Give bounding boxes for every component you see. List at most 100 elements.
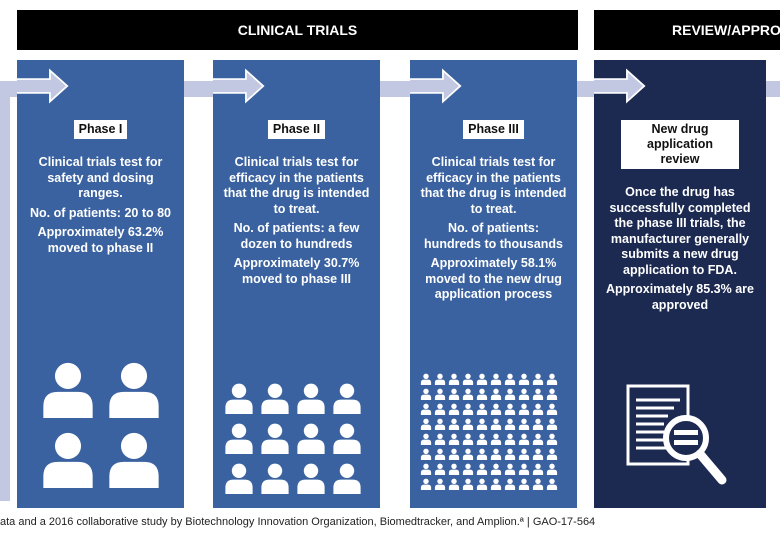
person-icon: [518, 373, 530, 385]
person-icon: [420, 448, 432, 460]
patient-count: No. of patients: hundreds to thousands: [424, 221, 563, 251]
person-icon: [532, 403, 544, 415]
person-icon: [223, 422, 255, 454]
person-icon: [420, 373, 432, 385]
person-icon: [434, 433, 446, 445]
person-icon: [518, 403, 530, 415]
person-icon: [462, 433, 474, 445]
person-icon: [476, 373, 488, 385]
description: Clinical trials test for safety and dosi…: [38, 155, 163, 200]
person-icon: [223, 382, 255, 414]
person-icon: [420, 463, 432, 475]
person-icon: [532, 433, 544, 445]
person-icon: [546, 478, 558, 490]
person-icon: [490, 433, 502, 445]
person-icon: [448, 433, 460, 445]
person-icon: [546, 373, 558, 385]
person-icon: [462, 403, 474, 415]
person-icon: [504, 478, 516, 490]
person-icon: [504, 463, 516, 475]
review-approval-header: REVIEW/APPROVAL: [594, 10, 780, 50]
person-icon: [518, 448, 530, 460]
person-icon: [448, 448, 460, 460]
person-icon: [490, 448, 502, 460]
description: Once the drug has successfully completed…: [609, 185, 751, 277]
flow-band-vertical: [0, 81, 10, 501]
person-icon: [532, 463, 544, 475]
phase-3-panel: Phase III Clinical trials test for effic…: [410, 60, 577, 508]
person-icon: [518, 388, 530, 400]
person-icon: [504, 403, 516, 415]
arrow-icon: [213, 68, 265, 104]
person-icon: [39, 428, 97, 490]
person-icon: [546, 403, 558, 415]
person-icon: [434, 463, 446, 475]
person-icon: [490, 418, 502, 430]
arrow-icon: [594, 68, 646, 104]
person-icon: [462, 373, 474, 385]
phase-2-panel: Phase II Clinical trials test for effica…: [213, 60, 380, 508]
patient-icons: [223, 382, 363, 494]
person-icon: [476, 433, 488, 445]
person-icon: [331, 382, 363, 414]
person-icon: [420, 418, 432, 430]
person-icon: [532, 418, 544, 430]
person-icon: [434, 418, 446, 430]
flow-band: [0, 81, 780, 97]
person-icon: [295, 462, 327, 494]
patient-icons: [39, 358, 163, 490]
person-icon: [448, 463, 460, 475]
phase-label: Phase I: [73, 120, 128, 139]
source-footnote: ata and a 2016 collaborative study by Bi…: [0, 516, 596, 528]
person-icon: [490, 463, 502, 475]
person-icon: [331, 422, 363, 454]
person-icon: [504, 433, 516, 445]
person-icon: [448, 373, 460, 385]
review-label: New drug application review: [621, 120, 739, 169]
person-icon: [462, 448, 474, 460]
header-text: CLINICAL TRIALS: [237, 22, 358, 38]
patient-count: No. of patients: 20 to 80: [30, 205, 171, 220]
person-icon: [331, 462, 363, 494]
person-icon: [504, 418, 516, 430]
arrow-icon: [17, 68, 69, 104]
nda-review-panel: New drug application review Once the dru…: [594, 60, 766, 508]
person-icon: [476, 463, 488, 475]
person-icon: [259, 462, 291, 494]
person-icon: [434, 448, 446, 460]
person-icon: [295, 422, 327, 454]
person-icon: [518, 478, 530, 490]
person-icon: [420, 433, 432, 445]
person-icon: [532, 448, 544, 460]
person-icon: [462, 478, 474, 490]
person-icon: [434, 388, 446, 400]
person-icon: [490, 388, 502, 400]
person-icon: [546, 388, 558, 400]
person-icon: [476, 448, 488, 460]
person-icon: [462, 418, 474, 430]
person-icon: [420, 403, 432, 415]
person-icon: [532, 388, 544, 400]
person-icon: [476, 418, 488, 430]
approval-rate: Approximately 85.3% are approved: [606, 282, 754, 312]
person-icon: [259, 382, 291, 414]
person-icon: [518, 433, 530, 445]
person-icon: [259, 422, 291, 454]
person-icon: [518, 463, 530, 475]
arrow-icon: [410, 68, 462, 104]
phase-label: Phase III: [463, 120, 524, 139]
person-icon: [504, 373, 516, 385]
person-icon: [546, 448, 558, 460]
header-text: REVIEW/APPROVAL: [672, 22, 780, 38]
phase-label: Phase II: [267, 120, 326, 139]
patient-count: No. of patients: a few dozen to hundreds: [233, 221, 360, 251]
person-icon: [223, 462, 255, 494]
person-icon: [504, 448, 516, 460]
person-icon: [295, 382, 327, 414]
person-icon: [532, 478, 544, 490]
person-icon: [546, 433, 558, 445]
clinical-trials-header: CLINICAL TRIALS: [17, 10, 578, 50]
person-icon: [434, 478, 446, 490]
person-icon: [532, 373, 544, 385]
success-rate: Approximately 30.7% moved to phase III: [233, 256, 360, 286]
